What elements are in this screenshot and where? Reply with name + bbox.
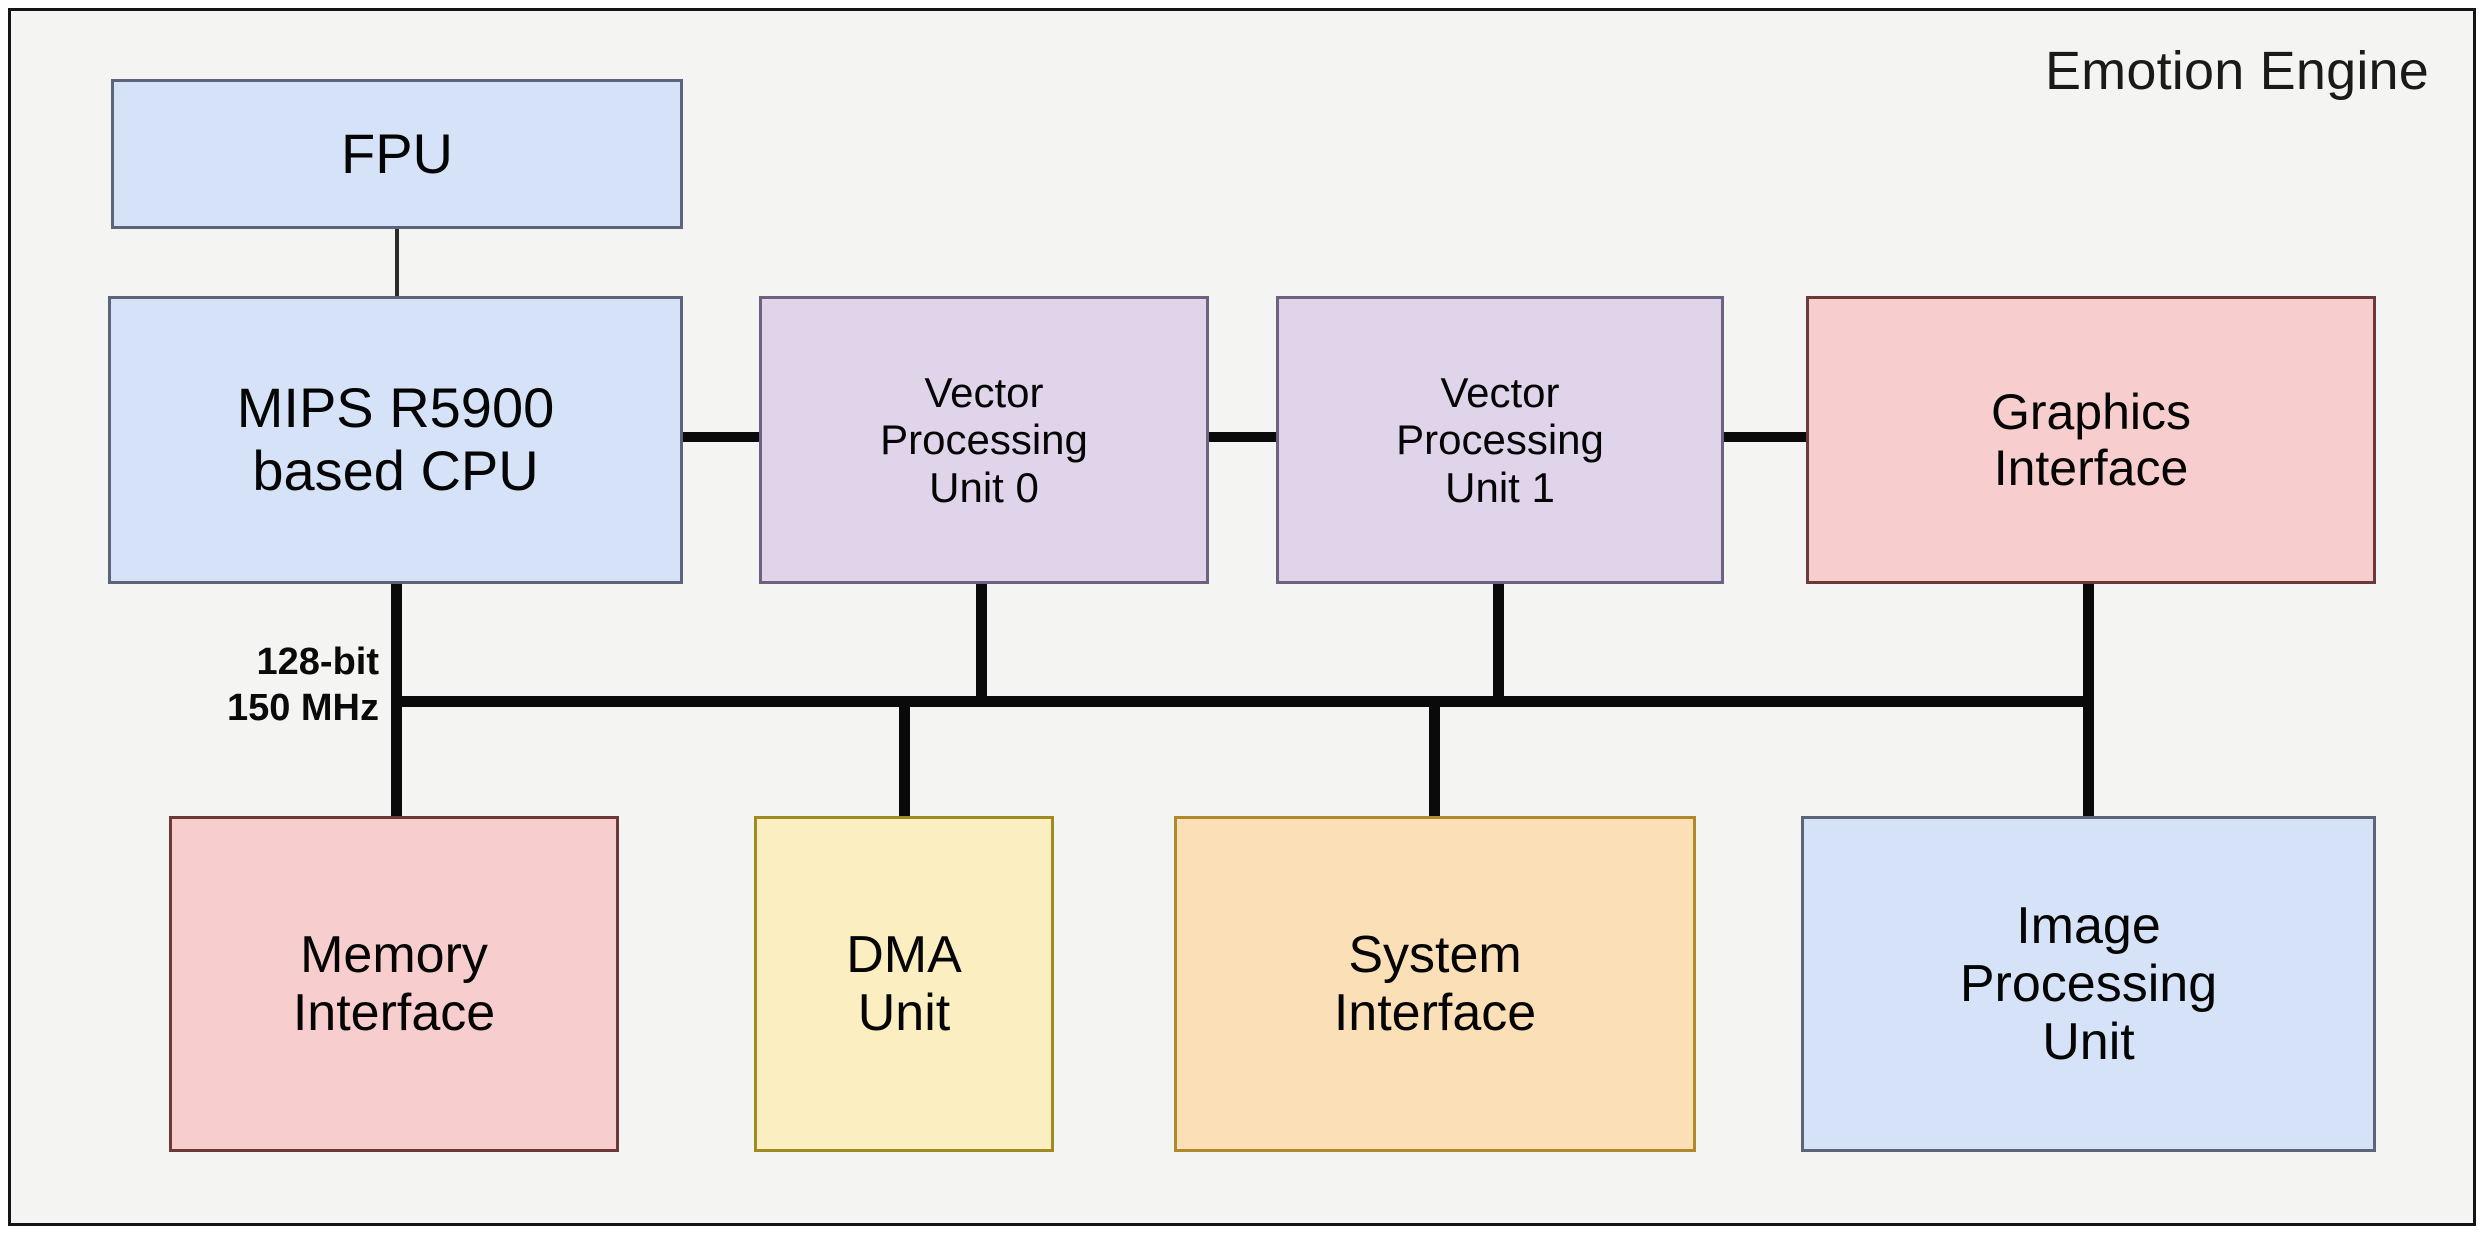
block-vpu0-label: Vector Processing Unit 0 <box>880 369 1088 511</box>
block-dma-unit-label: DMA Unit <box>846 925 962 1042</box>
block-mips-r5900-cpu[interactable]: MIPS R5900 based CPU <box>108 296 683 584</box>
connector-vpu1-to-bus <box>1493 581 1504 701</box>
connector-bus-to-dma-unit <box>899 701 910 821</box>
block-fpu-label: FPU <box>341 121 453 185</box>
block-vpu1-label: Vector Processing Unit 1 <box>1396 369 1604 511</box>
connector-vpu0-to-bus <box>976 581 987 701</box>
connector-bus-to-system-interface <box>1429 701 1440 821</box>
block-memory-interface[interactable]: Memory Interface <box>169 816 619 1152</box>
block-graphics-interface-label: Graphics Interface <box>1990 384 2192 496</box>
block-vector-processing-unit-0[interactable]: Vector Processing Unit 0 <box>759 296 1209 584</box>
block-image-processing-unit[interactable]: Image Processing Unit <box>1801 816 2376 1152</box>
connector-cpu-to-bus <box>391 581 402 701</box>
block-cpu-label: MIPS R5900 based CPU <box>236 376 555 502</box>
bus-clock-label: 150 MHz <box>226 687 379 730</box>
diagram-title: Emotion Engine <box>2044 41 2429 101</box>
connector-vpu0-to-vpu1 <box>1205 432 1280 442</box>
connector-bus-to-memory-interface <box>391 701 402 821</box>
block-memory-interface-label: Memory Interface <box>292 925 496 1042</box>
connector-vpu1-to-graphics-interface <box>1720 432 1810 442</box>
block-dma-unit[interactable]: DMA Unit <box>754 816 1054 1152</box>
block-system-interface[interactable]: System Interface <box>1174 816 1696 1152</box>
diagram-frame: Emotion Engine 128-bit 150 MHz FPU MIPS … <box>8 8 2476 1226</box>
block-vector-processing-unit-1[interactable]: Vector Processing Unit 1 <box>1276 296 1724 584</box>
block-graphics-interface[interactable]: Graphics Interface <box>1806 296 2376 584</box>
main-bus-line <box>396 696 2094 707</box>
block-fpu[interactable]: FPU <box>111 79 683 229</box>
bus-width-label: 128-bit <box>256 641 379 683</box>
block-ipu-label: Image Processing Unit <box>1959 896 2218 1072</box>
bus-annotation: 128-bit 150 MHz <box>129 639 379 732</box>
block-system-interface-label: System Interface <box>1333 925 1537 1042</box>
connector-fpu-to-cpu <box>395 229 399 299</box>
connector-cpu-to-vpu0 <box>679 432 763 442</box>
